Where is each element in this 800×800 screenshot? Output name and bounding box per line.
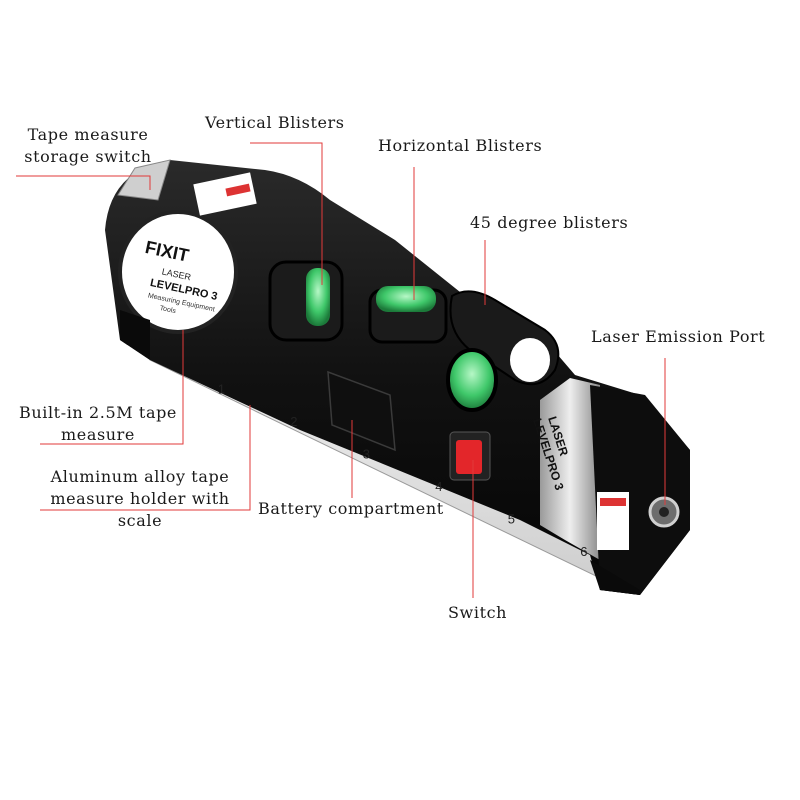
label-laser-emission-port: Laser Emission Port bbox=[591, 327, 766, 346]
callout-lines bbox=[16, 142, 666, 598]
scale-number: 1 bbox=[218, 382, 225, 397]
reel-text-line4: Tools bbox=[159, 305, 177, 315]
callout-line-builtin-tape bbox=[40, 330, 184, 445]
scale-number: 6 bbox=[580, 544, 587, 559]
label-switch: Switch bbox=[448, 603, 508, 622]
label-tape-storage-switch: Tape measure storage switch bbox=[18, 124, 158, 168]
tape-storage-switch bbox=[117, 159, 171, 201]
callout-line-tape-switch bbox=[16, 175, 151, 190]
degree-blister-vial bbox=[446, 348, 498, 412]
scale-numbers: 1 2 3 4 5 6 bbox=[218, 382, 588, 559]
label-tape-storage-switch-line1: Tape measure bbox=[27, 125, 149, 144]
vertical-blister-vial bbox=[306, 268, 330, 326]
device-foot bbox=[590, 560, 640, 595]
scale-number: 5 bbox=[508, 512, 515, 527]
label-horizontal-blisters: Horizontal Blisters bbox=[378, 136, 543, 155]
label-builtin-tape-line1: Built-in 2.5M tape bbox=[18, 403, 178, 422]
label-builtin-tape-line2: measure bbox=[60, 425, 135, 444]
top-warning-stripe bbox=[225, 183, 251, 197]
scale-number: 4 bbox=[435, 479, 442, 494]
scale-number: 3 bbox=[363, 447, 370, 462]
tape-reel bbox=[118, 210, 238, 334]
chrome-band bbox=[540, 378, 600, 560]
label-tape-storage-switch-line2: storage switch bbox=[24, 147, 152, 166]
laser-level-device bbox=[105, 159, 690, 595]
label-aluminum-holder-line1: Aluminum alloy tape bbox=[50, 467, 230, 486]
label-aluminum-holder: Aluminum alloy tape measure holder with … bbox=[40, 466, 240, 532]
label-aluminum-holder-line3: scale bbox=[117, 511, 163, 530]
label-aluminum-holder-line2: measure holder with bbox=[50, 489, 230, 508]
callout-line-aluminum-holder bbox=[40, 405, 251, 511]
label-battery-compartment: Battery compartment bbox=[258, 499, 444, 518]
label-45-degree-blisters: 45 degree blisters bbox=[470, 213, 629, 232]
callout-line-vertical-blisters bbox=[250, 142, 323, 285]
laser-head bbox=[590, 385, 690, 595]
battery-compartment bbox=[327, 370, 396, 452]
horizontal-blister-vial bbox=[376, 286, 436, 312]
degree-blister-hole bbox=[510, 338, 550, 382]
label-builtin-tape: Built-in 2.5M tape measure bbox=[12, 402, 184, 446]
head-warning-stripe bbox=[600, 498, 626, 506]
top-warning-label bbox=[193, 172, 257, 216]
laser-lens bbox=[659, 507, 669, 517]
power-switch bbox=[456, 440, 482, 474]
device-base bbox=[120, 310, 150, 360]
scale-number: 2 bbox=[290, 414, 297, 429]
label-vertical-blisters: Vertical Blisters bbox=[205, 113, 345, 132]
